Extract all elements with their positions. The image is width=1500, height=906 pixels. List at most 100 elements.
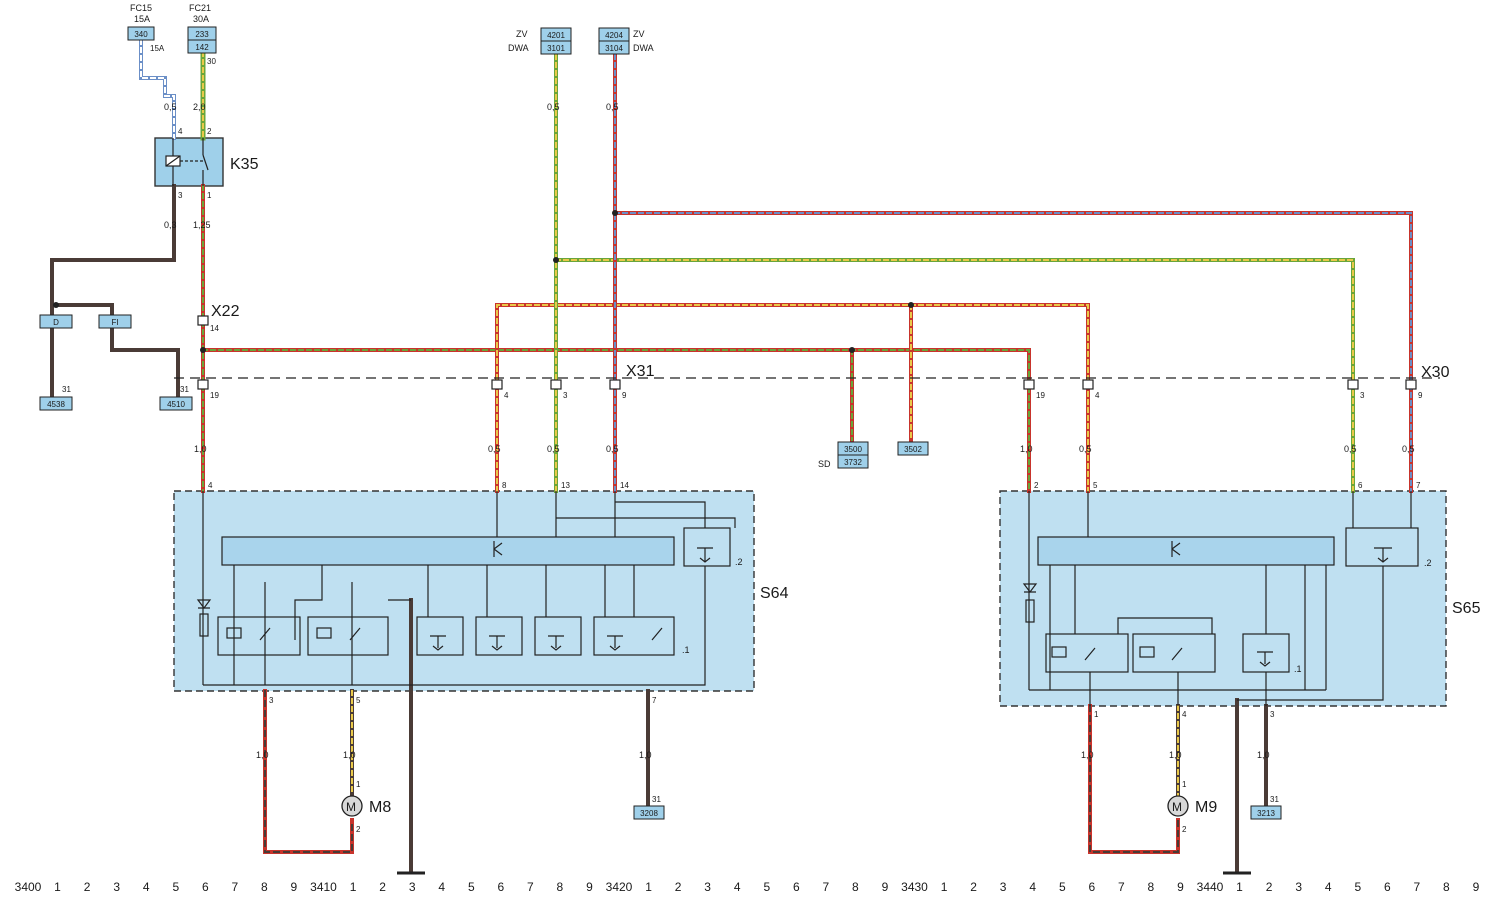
connector-x31-label: X31 bbox=[626, 363, 655, 380]
ruler-mark: 6 bbox=[1384, 880, 1391, 894]
svg-text:0,5: 0,5 bbox=[1079, 444, 1092, 454]
svg-text:0,5: 0,5 bbox=[1402, 444, 1415, 454]
svg-text:340: 340 bbox=[134, 30, 148, 39]
ruler-mark: 6 bbox=[793, 880, 800, 894]
svg-text:13: 13 bbox=[561, 481, 570, 490]
s65-input-labels: 1,0 0,5 0,5 0,5 2 5 6 7 bbox=[1020, 444, 1421, 490]
ruler-mark: 1 bbox=[1236, 880, 1243, 894]
switch-s64-name: S64 bbox=[760, 585, 789, 602]
s64-input-labels: 1,0 0,5 0,5 0,5 4 8 13 14 bbox=[194, 444, 629, 490]
svg-text:3104: 3104 bbox=[605, 44, 623, 53]
ruler-mark: 7 bbox=[1414, 880, 1421, 894]
svg-text:4: 4 bbox=[504, 391, 509, 400]
svg-text:1,0: 1,0 bbox=[1081, 750, 1094, 760]
svg-text:1,0: 1,0 bbox=[639, 750, 652, 760]
ruler-mark: 4 bbox=[734, 880, 741, 894]
svg-text:5: 5 bbox=[356, 696, 361, 705]
ruler-mark: 3440 bbox=[1197, 880, 1224, 894]
feed-zv-right: 4204 3104 ZV DWA bbox=[598, 27, 654, 55]
ruler-mark: 5 bbox=[172, 880, 179, 894]
svg-text:4: 4 bbox=[1095, 391, 1100, 400]
s64-ground-ref: 31 3208 bbox=[633, 795, 665, 820]
svg-text:0,5: 0,5 bbox=[547, 102, 560, 112]
ruler-mark: 5 bbox=[1354, 880, 1361, 894]
ruler-mark: 6 bbox=[497, 880, 504, 894]
ruler-mark: 1 bbox=[645, 880, 652, 894]
wire-fc15-feed bbox=[139, 38, 176, 140]
fuse-fc15: FC15 15A 340 15A bbox=[127, 3, 165, 53]
svg-text:4: 4 bbox=[208, 481, 213, 490]
svg-text:M8: M8 bbox=[369, 799, 391, 816]
svg-text:2: 2 bbox=[356, 825, 361, 834]
svg-text:19: 19 bbox=[1036, 391, 1045, 400]
fuse-fc21: FC21 30A 233 142 30 bbox=[187, 3, 217, 66]
ruler-mark: 3 bbox=[1000, 880, 1007, 894]
relay-k35-housing bbox=[154, 137, 224, 187]
svg-text:142: 142 bbox=[195, 43, 209, 52]
ruler-mark: 4 bbox=[1325, 880, 1332, 894]
ruler-mark: 4 bbox=[1029, 880, 1036, 894]
svg-text:31: 31 bbox=[1270, 795, 1279, 804]
svg-text:15A: 15A bbox=[134, 14, 150, 24]
svg-text:30: 30 bbox=[207, 57, 216, 66]
svg-text:1,0: 1,0 bbox=[1169, 750, 1182, 760]
svg-text:FC15: FC15 bbox=[130, 3, 152, 13]
motor-m8: 1 M M8 2 bbox=[341, 780, 391, 834]
ruler-mark: 9 bbox=[882, 880, 889, 894]
s65-output-labels: 1 4 3 1,0 1,0 1,0 bbox=[1081, 710, 1275, 760]
svg-text:0,5: 0,5 bbox=[488, 444, 501, 454]
svg-text:3: 3 bbox=[1270, 710, 1275, 719]
svg-text:.2: .2 bbox=[735, 557, 743, 567]
junction-dots bbox=[53, 210, 914, 353]
ruler-mark: 8 bbox=[261, 880, 268, 894]
svg-text:4538: 4538 bbox=[47, 400, 65, 409]
svg-text:0,5: 0,5 bbox=[547, 444, 560, 454]
svg-text:FI: FI bbox=[111, 318, 118, 327]
ruler-mark: 7 bbox=[1118, 880, 1125, 894]
ruler-mark: 3 bbox=[409, 880, 416, 894]
svg-text:3500: 3500 bbox=[844, 445, 862, 454]
ruler-mark: 3420 bbox=[606, 880, 633, 894]
svg-text:ZV: ZV bbox=[516, 29, 528, 39]
ruler-mark: 8 bbox=[1148, 880, 1155, 894]
mid-reference-boxes: 3500 3732 SD 3502 bbox=[818, 441, 929, 469]
ruler-mark: 2 bbox=[970, 880, 977, 894]
ruler-mark: 5 bbox=[763, 880, 770, 894]
ruler-mark: 3430 bbox=[901, 880, 928, 894]
svg-text:15A: 15A bbox=[150, 44, 165, 53]
svg-text:3732: 3732 bbox=[844, 458, 862, 467]
ruler-mark: 9 bbox=[1177, 880, 1184, 894]
svg-text:4204: 4204 bbox=[605, 31, 623, 40]
ruler-mark: 3 bbox=[113, 880, 120, 894]
wires bbox=[50, 38, 1413, 874]
wire-k35-ground bbox=[50, 184, 176, 398]
svg-text:2: 2 bbox=[1182, 825, 1187, 834]
svg-text:4510: 4510 bbox=[167, 400, 185, 409]
s64-output-labels: 3 5 7 1,0 1,0 1,0 bbox=[256, 696, 657, 760]
svg-text:31: 31 bbox=[652, 795, 661, 804]
svg-text:3101: 3101 bbox=[547, 44, 565, 53]
feed-zv-left: ZV DWA 4201 3101 bbox=[508, 27, 572, 55]
svg-text:D: D bbox=[53, 318, 59, 327]
switch-s65-internals: .2 .1 S65 bbox=[1022, 491, 1481, 706]
ruler-mark: 4 bbox=[143, 880, 150, 894]
svg-text:3: 3 bbox=[178, 191, 183, 200]
svg-text:4: 4 bbox=[1182, 710, 1187, 719]
svg-text:0,5: 0,5 bbox=[1344, 444, 1357, 454]
svg-text:.1: .1 bbox=[1294, 664, 1302, 674]
svg-text:M9: M9 bbox=[1195, 799, 1217, 816]
svg-text:3502: 3502 bbox=[904, 445, 922, 454]
svg-text:7: 7 bbox=[652, 696, 657, 705]
ruler-mark: 2 bbox=[84, 880, 91, 894]
svg-text:19: 19 bbox=[210, 391, 219, 400]
ruler-mark: 1 bbox=[350, 880, 357, 894]
svg-text:5: 5 bbox=[1093, 481, 1098, 490]
svg-text:2: 2 bbox=[1034, 481, 1039, 490]
svg-text:8: 8 bbox=[502, 481, 507, 490]
ruler-mark: 7 bbox=[527, 880, 534, 894]
ruler-mark: 4 bbox=[438, 880, 445, 894]
svg-text:3208: 3208 bbox=[640, 809, 658, 818]
svg-text:9: 9 bbox=[622, 391, 627, 400]
